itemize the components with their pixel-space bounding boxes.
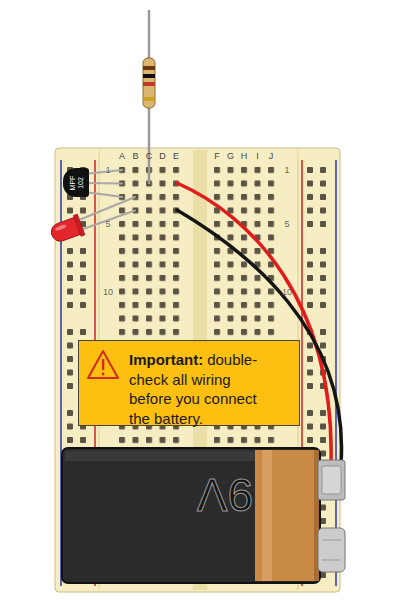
battery-highlight xyxy=(262,450,272,581)
transistor-legs xyxy=(84,170,122,197)
color-band xyxy=(143,97,155,101)
warning-box: Important:double-check all wiring before… xyxy=(78,340,300,426)
warning-heading: Important: xyxy=(129,351,203,368)
text-frame: MPF 102 xyxy=(69,172,84,194)
led-leg xyxy=(79,197,135,220)
transistor-leg xyxy=(84,192,122,197)
battery-sheen xyxy=(65,451,255,461)
column-letter: H xyxy=(241,151,248,161)
resistor-symbol xyxy=(143,10,155,184)
row-number: 10 xyxy=(103,287,113,297)
battery-terminal xyxy=(318,460,345,500)
led-leg xyxy=(83,211,135,230)
led-symbol xyxy=(48,214,85,245)
column-letter: J xyxy=(269,151,274,161)
column-letter: B xyxy=(132,151,138,161)
column-letter: G xyxy=(227,151,234,161)
battery-voltage: 9V xyxy=(197,469,253,521)
terminal-ridge xyxy=(322,540,341,541)
resistor-body xyxy=(143,58,155,108)
column-letter: D xyxy=(159,151,166,161)
text-frame: Important:double-check all wiring before… xyxy=(129,350,274,428)
text-frame: 9V xyxy=(197,471,253,519)
transistor-leg xyxy=(86,182,122,185)
terminal-nut xyxy=(322,466,341,494)
transistor-body: MPF 102 xyxy=(63,168,89,197)
transistor-leg xyxy=(84,170,122,174)
row-number: 1 xyxy=(284,165,289,175)
row-number: 5 xyxy=(284,219,289,229)
battery-illustration xyxy=(62,448,345,583)
battery-terminal xyxy=(318,528,345,572)
row-number: 10 xyxy=(282,287,292,297)
battery-label: 9V xyxy=(62,448,320,583)
exclamation-bar xyxy=(102,359,104,370)
part-number: MPF 102 xyxy=(69,175,84,190)
warning-triangle xyxy=(88,351,118,378)
breadboard-body xyxy=(55,148,340,592)
terminal-ridge xyxy=(322,560,341,561)
column-letter: C xyxy=(146,151,153,161)
exclamation-dot xyxy=(102,373,105,376)
negative-rail-line xyxy=(335,160,337,586)
led-highlight xyxy=(55,224,68,232)
battery-body xyxy=(62,448,320,583)
led-flange xyxy=(74,214,85,236)
led-legs xyxy=(79,197,135,229)
row-number: 5 xyxy=(105,219,110,229)
column-letter: I xyxy=(256,151,259,161)
color-band xyxy=(143,82,155,86)
row-number: 1 xyxy=(105,165,110,175)
column-letter: F xyxy=(214,151,220,161)
color-band xyxy=(143,66,155,70)
color-band xyxy=(143,74,155,78)
column-letter: E xyxy=(173,151,179,161)
warning-icon xyxy=(88,351,118,378)
battery-copper-top xyxy=(255,450,318,581)
column-letter: A xyxy=(119,151,125,161)
